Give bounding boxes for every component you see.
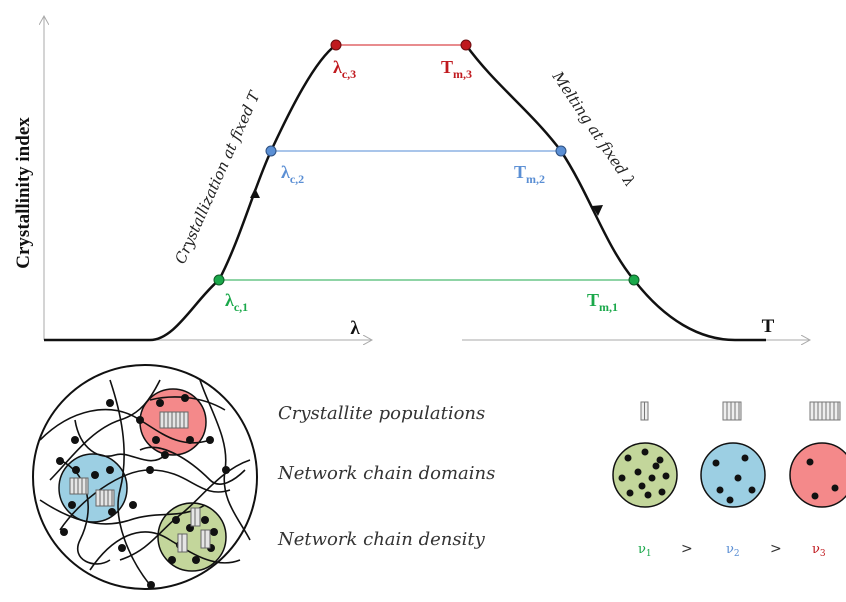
x-axis-right-label: T — [762, 316, 775, 337]
crystallization-annotation: Crystallization at fixed T — [171, 88, 264, 267]
density-nu3: ν3 — [812, 542, 826, 559]
label-lambda-c1: λc,1 — [225, 290, 248, 314]
melting-annotation: Melting at fixed λ — [548, 67, 639, 190]
greater-than-1: > — [681, 541, 693, 557]
label-t-m1: Tm,1 — [587, 290, 618, 314]
point-t-m2 — [555, 145, 567, 157]
x-axis-left-label: λ — [350, 318, 360, 339]
label-t-m2: Tm,2 — [514, 162, 545, 186]
point-lambda-c3 — [330, 39, 342, 51]
crystallite-icon-large — [809, 401, 841, 421]
crystallization-curve — [44, 43, 337, 342]
domain-icon-red — [789, 442, 846, 508]
crystallite-green — [177, 507, 211, 553]
point-lambda-c1 — [213, 274, 225, 286]
crystallite-icon-small — [640, 401, 649, 421]
melting-arrow-icon — [592, 205, 603, 216]
legend-network-chain-domains: Network chain domains — [277, 463, 495, 484]
crystallization-arrow-icon — [250, 188, 260, 198]
crystallite-red — [159, 411, 189, 429]
greater-than-2: > — [770, 541, 782, 557]
legend-network-chain-density: Network chain density — [277, 529, 486, 550]
crystallite-icon-medium — [722, 401, 742, 421]
point-t-m3 — [460, 39, 472, 51]
melting-curve — [464, 44, 766, 342]
label-lambda-c2: λc,2 — [281, 162, 304, 186]
label-t-m3: Tm,3 — [441, 57, 472, 81]
network-illustration — [32, 364, 258, 590]
domain-icon-blue — [700, 442, 766, 508]
domain-icon-green — [612, 442, 678, 508]
crystallite-blue — [69, 477, 115, 507]
label-lambda-c3: λc,3 — [333, 57, 356, 81]
density-nu1: ν1 — [638, 542, 652, 559]
point-t-m1 — [628, 274, 640, 286]
domain-blue — [58, 453, 128, 523]
y-axis-label: Crystallinity index — [13, 117, 34, 269]
density-nu2: ν2 — [726, 542, 740, 559]
point-lambda-c2 — [265, 145, 277, 157]
legend-crystallite-populations: Crystallite populations — [278, 403, 485, 424]
